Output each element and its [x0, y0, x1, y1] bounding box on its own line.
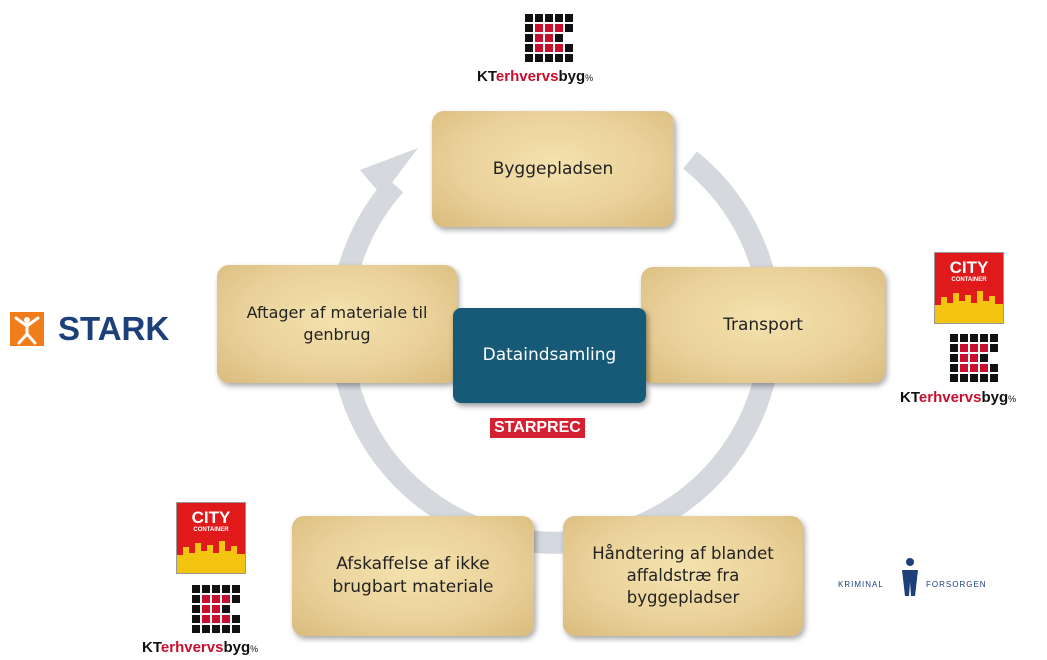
- kt-grid-icon: [950, 334, 998, 382]
- node-afskaffelse: Afskaffelse af ikke brugbart materiale: [292, 516, 534, 636]
- city-container-logo-bottom-left: CITY CONTAINER: [176, 502, 246, 574]
- node-dataindsamling: Dataindsamling: [453, 308, 646, 403]
- stark-wordmark: STARK: [58, 310, 170, 347]
- starprec-logo: STARPREC: [490, 418, 585, 438]
- node-byggepladsen: Byggepladsen: [432, 111, 674, 227]
- city-container-logo-right: CITY CONTAINER: [934, 252, 1004, 324]
- kriminal-text: KRIMINAL: [838, 580, 884, 589]
- city-skyline-icon: [177, 541, 245, 573]
- kt-wordmark: KTerhvervsbyg%: [142, 639, 259, 656]
- stark-logo: STARK: [10, 310, 185, 350]
- kt-wordmark: KTerhvervsbyg%: [900, 389, 1017, 406]
- node-transport: Transport: [641, 267, 885, 383]
- node-aftager: Aftager af materiale til genbrug: [217, 265, 457, 383]
- kriminalforsorgen-logo: KRIMINAL FORSORGEN: [838, 556, 998, 600]
- forsorgen-text: FORSORGEN: [926, 580, 987, 589]
- city-skyline-icon: [935, 291, 1003, 323]
- node-haandtering: Håndtering af blandet affaldstræ fra byg…: [563, 516, 803, 636]
- kt-erhvervsbyg-logo-top: KTerhvervsbyg%: [475, 14, 625, 92]
- kt-wordmark: KTerhvervsbyg%: [477, 68, 594, 85]
- kt-erhvervsbyg-logo-bottom-left: KTerhvervsbyg%: [142, 585, 292, 660]
- kt-grid-icon: [192, 585, 240, 633]
- kriminal-figure-icon: [902, 558, 918, 596]
- kt-grid-icon: [525, 14, 573, 62]
- stark-figure-icon: [10, 312, 44, 346]
- kt-erhvervsbyg-logo-right: KTerhvervsbyg%: [900, 334, 1047, 412]
- cycle-arrowhead: [360, 148, 418, 196]
